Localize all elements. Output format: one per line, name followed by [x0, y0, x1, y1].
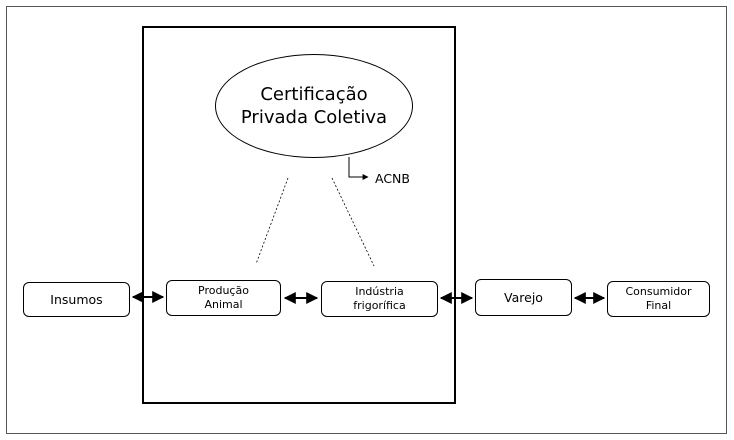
- node-producao-line-2: Animal: [204, 298, 243, 311]
- node-insumos: Insumos: [23, 282, 130, 317]
- node-industria-line-2: frigorífica: [353, 299, 406, 312]
- certification-line-1: Certificação: [260, 83, 368, 105]
- node-consumidor-line-2: Final: [645, 299, 672, 312]
- certification-scope-box: [142, 26, 456, 404]
- node-consumidor-final: Consumidor Final: [607, 281, 710, 317]
- acnb-label: ACNB: [375, 171, 410, 186]
- node-industria-line-1: Indústria: [355, 285, 404, 299]
- node-varejo-label: Varejo: [504, 289, 543, 305]
- diagram-frame: [6, 6, 727, 434]
- acnb-connector: [348, 157, 369, 180]
- node-industria-frigorifica: Indústria frigorífica: [321, 281, 438, 317]
- node-consumidor-line-1: Consumidor: [625, 285, 692, 299]
- node-varejo: Varejo: [475, 279, 572, 316]
- node-insumos-label: Insumos: [50, 291, 103, 307]
- certification-ellipse: Certificação Privada Coletiva: [215, 54, 413, 158]
- node-producao-line-1: Produção: [198, 284, 249, 298]
- certification-line-2: Privada Coletiva: [240, 107, 388, 128]
- dotted-line-industria: [331, 177, 375, 267]
- dotted-line-producao: [255, 177, 289, 265]
- node-producao-animal: Produção Animal: [166, 280, 281, 316]
